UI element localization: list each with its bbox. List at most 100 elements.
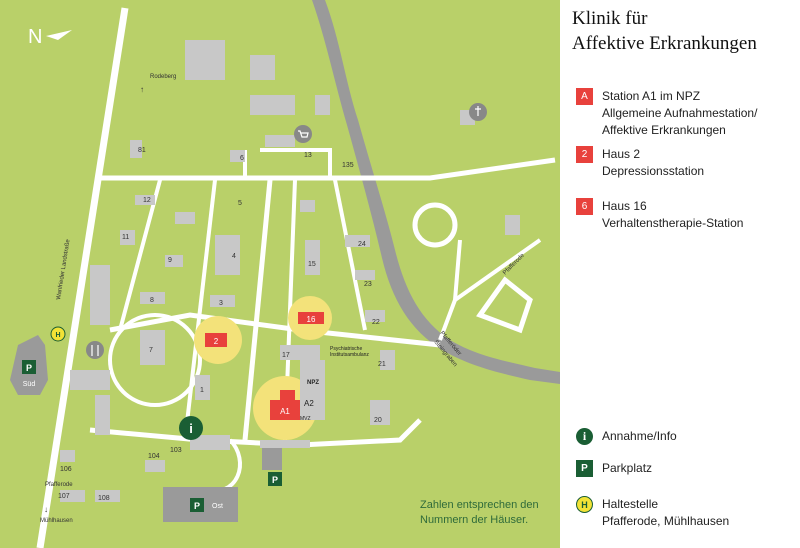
campus-map[interactable]: 2 16 A1 A2 MVZ NPZ Psychiatrische Instit… [0,0,560,548]
legend-badge-6: 6 [576,198,593,215]
shopping-cart-glyph [298,130,309,138]
legend-bus-stop-icon: H [576,496,593,513]
psych-label-2: Institutsambulanz [330,352,369,358]
title-line-2: Affektive Erkrankungen [572,33,757,54]
map-note-line-1: Zahlen entsprechen den [420,499,539,511]
parking-ost-label: Ost [212,503,223,510]
house-number: 4 [232,253,236,260]
rodeberg-label: Rodeberg [150,74,176,80]
chapel-cross-glyph [475,106,481,116]
station-a1-label: A1 [280,407,290,416]
parking-ost-p: P [194,501,200,511]
parking-npz-p: P [272,475,278,485]
house-number: 24 [358,241,366,248]
pfafferode-direction-label: Pfafferode [45,482,73,488]
legend-h16-text: Haus 16 Verhaltenstherapie-Station [602,198,743,232]
house-number: 1 [200,387,204,394]
legend-a-text: Station A1 im NPZ Allgemeine Aufnahmesta… [602,88,757,139]
house-number: 7 [149,347,153,354]
house-number: 135 [342,162,354,169]
bus-stop-letter: H [55,332,60,339]
north-label: N [28,26,42,48]
legend-badge-a: A [576,88,593,105]
legend-a-line-3: Affektive Erkrankungen [602,123,726,137]
house-number: 3 [219,300,223,307]
house-number: 108 [98,495,110,502]
legend-info-icon: i [576,428,593,445]
house-number: 8 [150,297,154,304]
npz-building [300,360,325,420]
parking-npz-icon[interactable] [268,472,282,486]
legend-parking-icon: P [576,460,593,477]
bus-stop-icon[interactable] [50,326,66,342]
road-v2 [242,179,273,441]
legend-bus-stop-line-2: Pfafferode, Mühlhausen [602,514,730,528]
npz-label: NPZ [307,380,319,386]
legend-badge-2: 2 [576,146,593,163]
restaurant-cutlery-glyph [91,345,99,356]
parking-sued-icon [22,360,36,374]
psych-label-1: Psychiatrische [330,346,362,352]
info-icon[interactable] [179,416,203,440]
map-note-line-2: Nummern der Häuser. [420,514,528,526]
house-number: 15 [308,261,316,268]
north-arrow-icon [46,30,72,40]
road-north [100,157,556,181]
house-number: 22 [372,319,380,326]
buildings [60,40,520,502]
parking-sued-p: P [26,363,32,373]
legend-a-line-2: Allgemeine Aufnahmestation/ [602,106,758,120]
legend-bus-stop-text: Haltestelle Pfafferode, Mühlhausen [602,496,729,530]
house-number: 5 [238,200,242,207]
ring-road-west [108,313,202,407]
house-number: 9 [168,257,172,264]
legend-a-line-1: Station A1 im NPZ [602,89,701,103]
legend-parking-label: Parkplatz [602,461,653,475]
legend-bus-stop-line-1: Haltestelle [602,497,659,511]
parking-ost-icon [190,498,204,512]
house-2-label: 2 [214,337,219,346]
house-number: 12 [143,197,151,204]
house-number: 107 [58,493,70,500]
road-middle [109,312,441,348]
restaurant-icon[interactable] [86,341,104,359]
house-2[interactable] [205,333,227,347]
road-v4 [333,179,367,331]
info-icon-letter: i [189,421,193,436]
house-number: 81 [138,147,146,154]
house-16-label: 16 [307,315,316,324]
title-line-1: Klinik für [572,8,648,29]
legend-h2-line-1: Haus 2 [602,147,641,161]
house-number: 20 [374,417,382,424]
road-wanfrieder-landstrasse [36,7,129,548]
legend-panel: Klinik für Affektive Erkrankungen A Stat… [560,0,800,548]
house-number: 17 [282,352,290,359]
parking-npz-area [262,448,282,470]
road-pfafferode [453,238,542,302]
roundabout [412,202,458,248]
house-number: 11 [122,234,129,241]
loop-road [476,276,533,334]
legend-h16-line-2: Verhaltenstherapie-Station [602,216,744,230]
muehlhausen-arrow-icon: ↓ [44,505,48,514]
house-16[interactable] [298,312,324,324]
station-a1-building[interactable] [270,400,300,420]
house-number: 103 [170,447,182,454]
river [312,0,560,384]
shopping-cart-icon[interactable] [294,125,312,143]
legend-h16-line-1: Haus 16 [602,199,647,213]
mvz-label: MVZ [300,416,311,422]
road-v1 [183,179,217,441]
muehlhausen-direction-label: Mühlhausen [40,518,73,524]
house-numbers: 81 6 13 135 12 5 11 9 4 24 15 23 8 3 22 … [58,147,386,502]
house-number: 6 [240,155,244,162]
house-number: 23 [364,281,372,288]
house-number: 13 [304,152,312,159]
house-number: 106 [60,466,72,473]
parking-sued-label: Süd [23,381,36,388]
house-number: 104 [148,453,160,460]
legend-h2-line-2: Depressionsstation [602,164,705,178]
station-a2-label: A2 [304,399,314,408]
page-title: Klinik für Affektive Erkrankungen [572,6,757,56]
house-number: 21 [378,361,386,368]
